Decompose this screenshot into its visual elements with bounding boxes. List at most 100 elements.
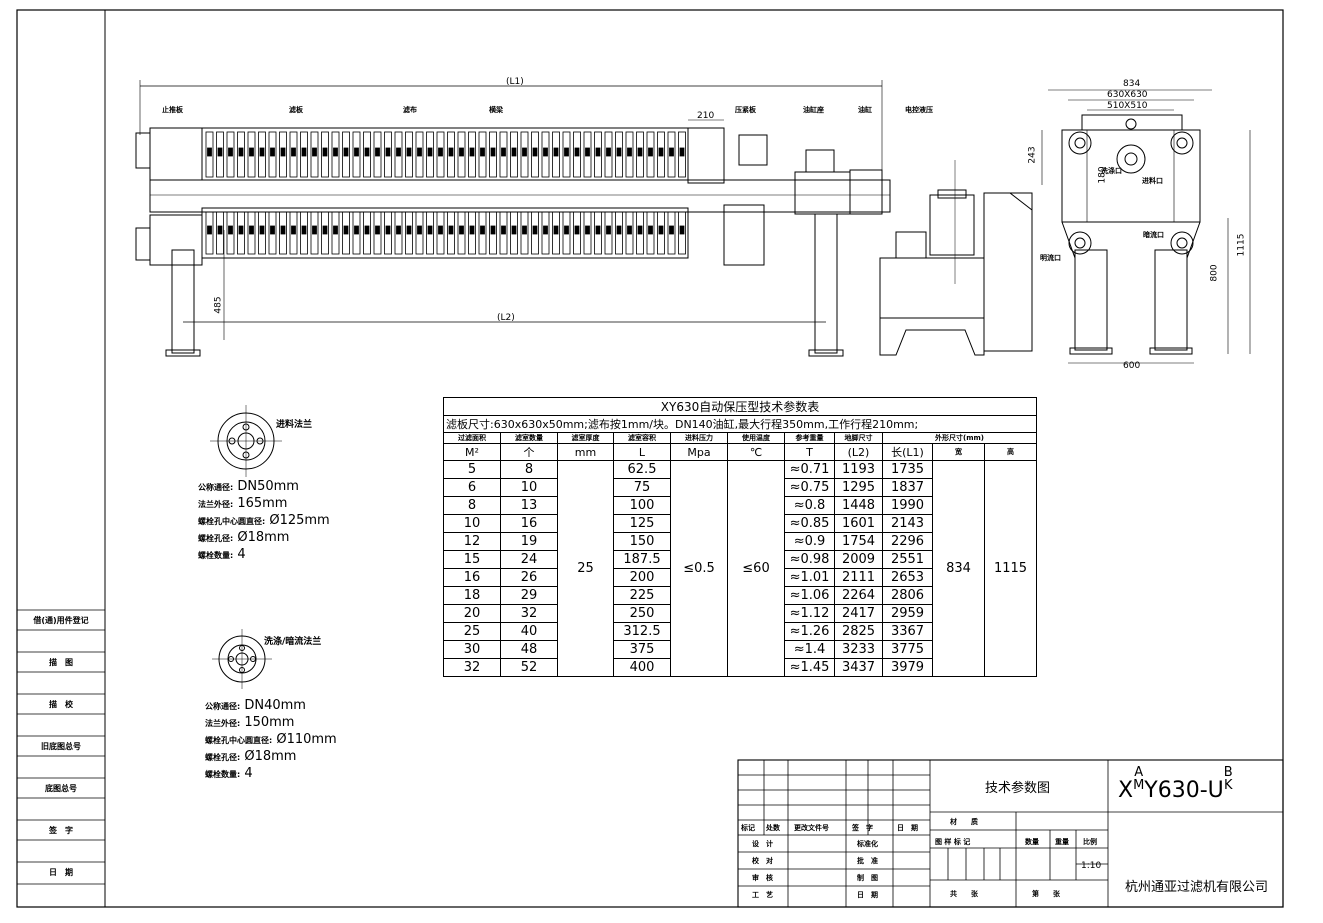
cell-pressure: ≤0.5	[670, 460, 728, 677]
cell-volume: 100	[613, 496, 671, 515]
table-note: 滤板尺寸:630x630x50mm;滤布按1mm/块。DN140油缸,最大行程3…	[443, 415, 1037, 433]
title-block-field: 设 计	[752, 840, 773, 848]
unit-height: 高	[984, 443, 1037, 461]
wash-flange-line: 公称通径: DN40mm	[205, 698, 337, 715]
dim-834: 834	[1123, 79, 1141, 89]
weight-label: 重量	[1055, 838, 1069, 846]
cell-l2: 2264	[834, 586, 883, 605]
cell-weight: ≈0.8	[784, 496, 835, 515]
sheet-border	[16, 9, 1284, 908]
wash-flange-line: 螺栓孔中心圆直径: Ø110mm	[205, 732, 337, 749]
label-feed-port: 进料口	[1142, 177, 1163, 185]
cell-l1: 2653	[882, 568, 933, 587]
cell-area: 6	[443, 478, 501, 497]
cell-l1: 3775	[882, 640, 933, 659]
spec-value: 165mm	[233, 496, 288, 511]
th-outline: 外形尺寸(mm)	[882, 432, 1037, 444]
cell-l1: 3367	[882, 622, 933, 641]
cell-area: 32	[443, 658, 501, 677]
cell-l2: 1193	[834, 460, 883, 479]
wash-flange-line: 螺栓数量: 4	[205, 766, 337, 783]
side-view	[1041, 89, 1251, 364]
dim-243: 243	[1027, 146, 1038, 164]
unit-l1: 长(L1)	[882, 443, 933, 461]
sidebar-grid	[17, 609, 105, 885]
cell-area: 8	[443, 496, 501, 515]
company-name: 杭州通亚过滤机有限公司	[1125, 880, 1269, 895]
dim-210: 210	[697, 111, 715, 121]
cell-volume: 200	[613, 568, 671, 587]
spec-key: 螺栓数量:	[198, 551, 234, 560]
cell-weight: ≈1.12	[784, 604, 835, 623]
feed-flange-symbol	[210, 405, 282, 477]
label-filter-cloth: 滤布	[403, 106, 417, 114]
code-a: A	[1134, 765, 1144, 780]
unit-mm: mm	[557, 443, 614, 461]
stage-label: 图 样 标 记	[935, 838, 971, 846]
spec-key: 法兰外径:	[205, 719, 241, 728]
wash-flange-title: 洗涤/暗流法兰	[264, 637, 322, 647]
material-label: 材 质	[950, 818, 978, 826]
label-cylinder: 油缸	[858, 106, 872, 114]
cell-volume: 150	[613, 532, 671, 551]
cell-weight: ≈1.01	[784, 568, 835, 587]
sidebar-base-no: 底图总号	[45, 784, 77, 793]
cell-l1: 2806	[882, 586, 933, 605]
dim-485: 485	[213, 296, 224, 314]
wash-flange-line: 法兰外径: 150mm	[205, 715, 337, 732]
cell-weight: ≈1.06	[784, 586, 835, 605]
cell-chambers: 8	[500, 460, 558, 479]
cell-volume: 400	[613, 658, 671, 677]
th-pressure: 进料压力	[670, 432, 728, 444]
title-block-field: 校 对	[752, 857, 773, 865]
spec-value: Ø18mm	[240, 749, 297, 764]
th-footprint: 地脚尺寸	[834, 432, 883, 444]
cell-l1: 3979	[882, 658, 933, 677]
spec-value: Ø125mm	[265, 513, 330, 528]
rev-header: 签 字	[852, 824, 873, 832]
cell-volume: 75	[613, 478, 671, 497]
label-wash-port: 洗涤口	[1101, 167, 1122, 175]
unit-mpa: Mpa	[670, 443, 728, 461]
label-hydraulic: 电控液压	[905, 106, 933, 114]
cell-chambers: 16	[500, 514, 558, 533]
sidebar-old-no: 旧底图总号	[41, 742, 81, 751]
feed-flange-line: 法兰外径: 165mm	[198, 496, 330, 513]
spec-key: 螺栓孔中心圆直径:	[198, 517, 266, 526]
cell-chambers: 24	[500, 550, 558, 569]
title-block-field: 批 准	[857, 857, 878, 865]
cell-area: 16	[443, 568, 501, 587]
feed-flange-line: 螺栓数量: 4	[198, 547, 330, 564]
cell-weight: ≈1.4	[784, 640, 835, 659]
unit-l2: (L2)	[834, 443, 883, 461]
unit-c: ℃	[727, 443, 785, 461]
spec-value: 150mm	[240, 715, 295, 730]
front-view	[135, 80, 891, 357]
cell-l2: 2825	[834, 622, 883, 641]
rev-header: 处数	[766, 824, 780, 832]
rev-header: 日 期	[897, 824, 918, 832]
hydraulic-unit	[879, 160, 1033, 356]
cell-chambers: 19	[500, 532, 558, 551]
rev-header: 标记	[741, 824, 755, 832]
cell-l2: 1754	[834, 532, 883, 551]
cell-chambers: 29	[500, 586, 558, 605]
cell-temp: ≤60	[727, 460, 785, 677]
spec-key: 公称通径:	[205, 702, 241, 711]
cell-weight: ≈0.9	[784, 532, 835, 551]
cell-l2: 1448	[834, 496, 883, 515]
cell-l1: 1837	[882, 478, 933, 497]
cell-area: 12	[443, 532, 501, 551]
cell-volume: 225	[613, 586, 671, 605]
spec-key: 法兰外径:	[198, 500, 234, 509]
cell-l2: 1601	[834, 514, 883, 533]
spec-key: 螺栓孔径:	[198, 534, 234, 543]
cell-chambers: 48	[500, 640, 558, 659]
title-block-field: 审 核	[752, 874, 773, 882]
label-cyl-seat: 油缸座	[803, 106, 824, 114]
